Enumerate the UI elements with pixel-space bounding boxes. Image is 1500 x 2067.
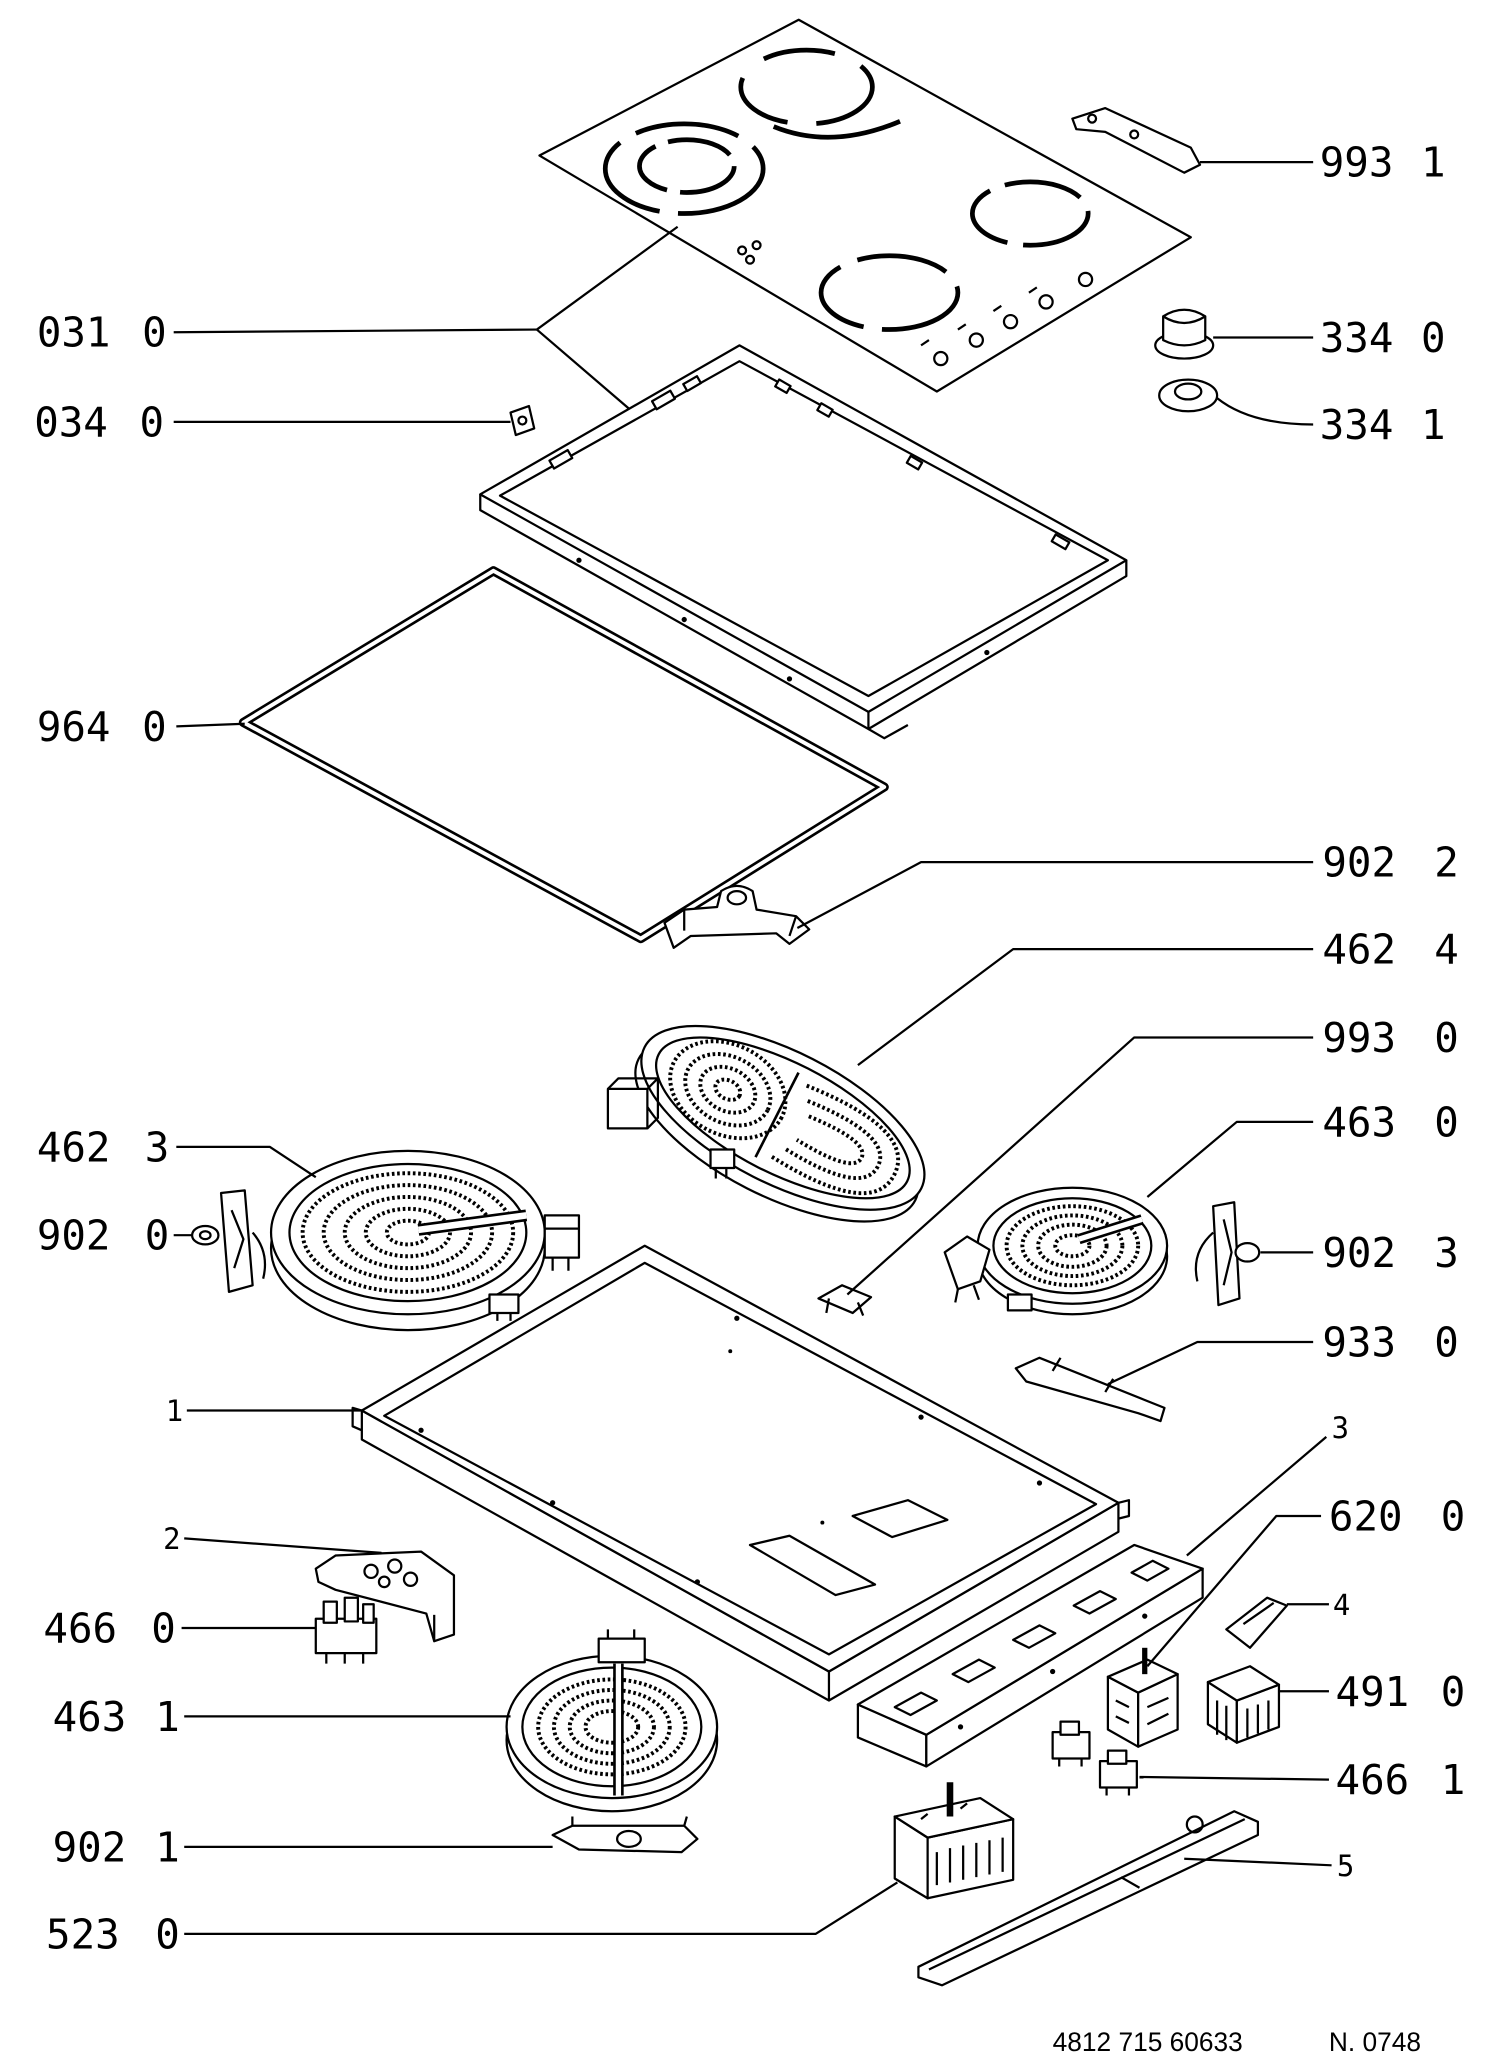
part-462-3-burner	[269, 1149, 581, 1332]
leader-031-0-frame	[536, 328, 630, 410]
part-523-0-energy-regulator	[893, 1782, 1015, 1900]
leader-466-1	[1139, 1775, 1329, 1781]
label-suffix: 2	[1434, 839, 1459, 887]
leader-3	[1186, 1436, 1328, 1557]
part-620-0-switch	[1106, 1647, 1179, 1748]
leader-5	[1184, 1857, 1332, 1867]
leader-462-3	[176, 1145, 317, 1179]
part-466-1-switches	[1051, 1720, 1138, 1796]
part-902-3-bracket	[1194, 1201, 1261, 1307]
leader-523-0	[184, 1881, 898, 1935]
label-code: 4	[1333, 1588, 1350, 1622]
part-labels: 993 1 031 0 334 0 034 0 334 1 964 0 902 …	[34, 139, 1465, 1959]
part-5-cover-strip	[917, 1810, 1260, 1987]
part-902-2-bracket	[663, 884, 811, 949]
label-suffix: 0	[151, 1604, 176, 1652]
label-code: 463	[53, 1693, 127, 1741]
label-code: 334	[1320, 314, 1394, 362]
part-964-0-gasket	[238, 566, 889, 944]
label-code: 334	[1320, 401, 1394, 449]
leader-902-2	[796, 861, 1314, 930]
label-suffix: 4	[1434, 926, 1459, 974]
leader-933-0	[1107, 1340, 1314, 1386]
part-4-clip	[1225, 1596, 1288, 1649]
part-902-1-bracket	[551, 1816, 699, 1854]
label-code: 993	[1320, 139, 1394, 187]
label-suffix: 1	[155, 1693, 180, 1741]
leader-620-0	[1146, 1514, 1322, 1667]
label-suffix: 0	[1441, 1668, 1466, 1716]
part-463-1-burner	[505, 1629, 719, 1813]
part-1-base-tray	[351, 1244, 1131, 1702]
label-suffix: 1	[1441, 1756, 1466, 1804]
label-code: 034	[34, 398, 108, 446]
part-031-0-frame	[479, 344, 1128, 740]
part-034-0-clip	[509, 404, 536, 437]
label-code: 523	[46, 1910, 120, 1958]
leader-964-0	[176, 722, 245, 728]
part-334-0-knob	[1154, 308, 1215, 360]
part-993-1-bracket	[1071, 106, 1202, 174]
leader-2	[184, 1537, 382, 1555]
part-3-control-bar	[856, 1543, 1204, 1768]
label-suffix: 0	[1421, 314, 1446, 362]
label-suffix: 0	[1441, 1492, 1466, 1540]
label-suffix: 0	[1434, 1318, 1459, 1366]
label-suffix: 1	[1421, 139, 1446, 187]
label-code: 902	[37, 1212, 111, 1260]
part-993-0-holder	[817, 1284, 873, 1317]
leader-463-0	[1146, 1120, 1314, 1198]
label-code: 462	[1322, 926, 1396, 974]
part-334-1-ring	[1158, 378, 1219, 413]
label-code: 902	[1322, 1229, 1396, 1277]
label-code: 902	[1322, 839, 1396, 887]
label-code: 463	[1322, 1098, 1396, 1146]
part-491-0-terminal-block	[1206, 1665, 1281, 1744]
revision-number: N. 0748	[1329, 2027, 1421, 2057]
label-code: 964	[37, 703, 111, 751]
label-code: 2	[163, 1522, 180, 1556]
leader-031-0	[173, 328, 537, 334]
label-suffix: 3	[1434, 1229, 1459, 1277]
part-466-0-switch	[314, 1596, 378, 1664]
label-code: 902	[53, 1823, 127, 1871]
part-031-0-glass-top	[538, 18, 1192, 393]
drawing-number: 4812 715 60633	[1053, 2027, 1243, 2057]
label-suffix: 0	[139, 398, 164, 446]
label-suffix: 0	[142, 703, 167, 751]
footer: 4812 715 60633 N. 0748	[1053, 2027, 1421, 2057]
label-suffix: 0	[155, 1910, 180, 1958]
leader-334-1	[1216, 397, 1314, 426]
part-462-4-dual-burner	[606, 1024, 926, 1223]
label-code: 3	[1332, 1411, 1349, 1445]
label-code: 466	[43, 1604, 117, 1652]
label-suffix: 0	[1434, 1098, 1459, 1146]
label-code: 620	[1329, 1492, 1403, 1540]
label-code: 933	[1322, 1318, 1396, 1366]
leader-993-0	[846, 1036, 1314, 1296]
label-suffix: 1	[155, 1823, 180, 1871]
leader-462-4	[857, 948, 1314, 1067]
label-code: 5	[1337, 1849, 1354, 1883]
part-463-0-burner	[943, 1186, 1169, 1316]
label-suffix: 0	[142, 309, 167, 357]
label-code: 462	[37, 1123, 111, 1171]
label-suffix: 0	[1434, 1014, 1459, 1062]
label-code: 1	[166, 1394, 183, 1428]
label-code: 491	[1336, 1668, 1410, 1716]
part-902-0-bracket	[190, 1189, 267, 1293]
label-code: 466	[1336, 1756, 1410, 1804]
label-code: 993	[1322, 1014, 1396, 1062]
label-suffix: 0	[145, 1212, 170, 1260]
label-suffix: 3	[145, 1123, 170, 1171]
label-suffix: 1	[1421, 401, 1446, 449]
label-code: 031	[37, 309, 111, 357]
leader-031-0-glass	[536, 225, 679, 331]
